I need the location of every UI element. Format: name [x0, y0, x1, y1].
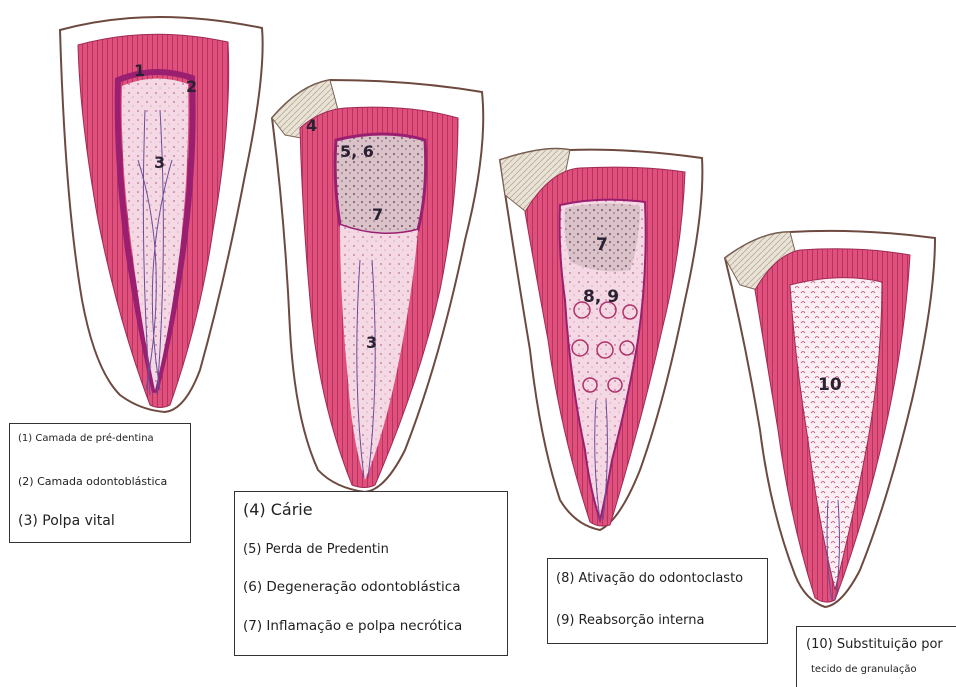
legend-item-1: (1) Camada de pré-dentina — [18, 433, 154, 444]
label-1: 1 — [134, 61, 145, 80]
legend-resorption: (8) Ativação do odontoclasto (9) Reabsor… — [547, 558, 768, 644]
legend-item-10-cont: tecido de granulação — [811, 664, 917, 675]
legend-item-5: (5) Perda de Predentin — [243, 542, 389, 557]
label-3b: 3 — [366, 333, 377, 352]
label-2: 2 — [186, 77, 197, 96]
label-5-6: 5, 6 — [340, 142, 374, 161]
tooth-4-granulation: 10 — [725, 231, 935, 607]
label-4: 4 — [306, 116, 317, 135]
label-7b: 7 — [596, 235, 608, 255]
tooth-2-caries: 4 5, 6 7 3 — [272, 80, 483, 492]
legend-item-2: (2) Camada odontoblástica — [18, 475, 167, 488]
legend-item-4: (4) Cárie — [243, 500, 313, 519]
legend-granulation: (10) Substituição por tecido de granulaç… — [796, 626, 956, 687]
legend-item-3: (3) Polpa vital — [18, 513, 115, 529]
label-8-9: 8, 9 — [583, 287, 619, 307]
tooth-3-resorption: 7 8, 9 — [500, 149, 702, 530]
tooth-1-healthy: 1 2 3 — [60, 17, 263, 412]
label-3: 3 — [154, 153, 165, 172]
legend-healthy: (1) Camada de pré-dentina (2) Camada odo… — [9, 423, 191, 543]
label-7: 7 — [372, 205, 383, 224]
legend-item-7: (7) Inflamação e polpa necrótica — [243, 618, 462, 634]
legend-item-9: (9) Reabsorção interna — [556, 613, 704, 628]
legend-item-6: (6) Degeneração odontoblástica — [243, 579, 460, 595]
label-10: 10 — [818, 375, 842, 395]
legend-item-8: (8) Ativação do odontoclasto — [556, 571, 743, 586]
legend-caries: (4) Cárie (5) Perda de Predentin (6) Deg… — [234, 491, 508, 656]
legend-item-10: (10) Substituição por — [806, 637, 943, 652]
